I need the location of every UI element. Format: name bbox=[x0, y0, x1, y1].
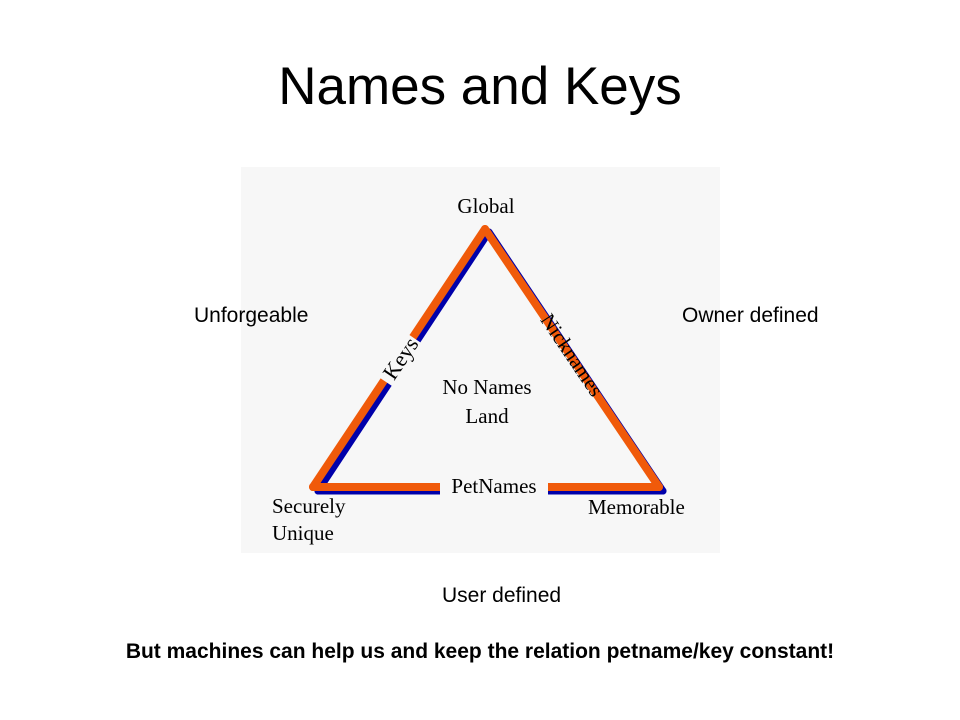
user-defined-label: User defined bbox=[442, 584, 562, 607]
no-names-label: No Names bbox=[442, 375, 531, 399]
securely-vertex-label: Securely bbox=[272, 494, 346, 518]
nicknames-edge bbox=[481, 225, 663, 491]
unforgeable-label: Unforgeable bbox=[194, 304, 309, 327]
land-label: Land bbox=[465, 404, 509, 428]
slide-title: Names and Keys bbox=[278, 57, 682, 116]
owner-defined-label: Owner defined bbox=[682, 304, 819, 327]
footer-note: But machines can help us and keep the re… bbox=[125, 640, 835, 663]
memorable-vertex-label: Memorable bbox=[588, 495, 685, 519]
petnames-edge-label: PetNames bbox=[451, 474, 536, 498]
global-vertex-label: Global bbox=[457, 194, 514, 218]
unique-vertex-label: Unique bbox=[272, 521, 334, 545]
